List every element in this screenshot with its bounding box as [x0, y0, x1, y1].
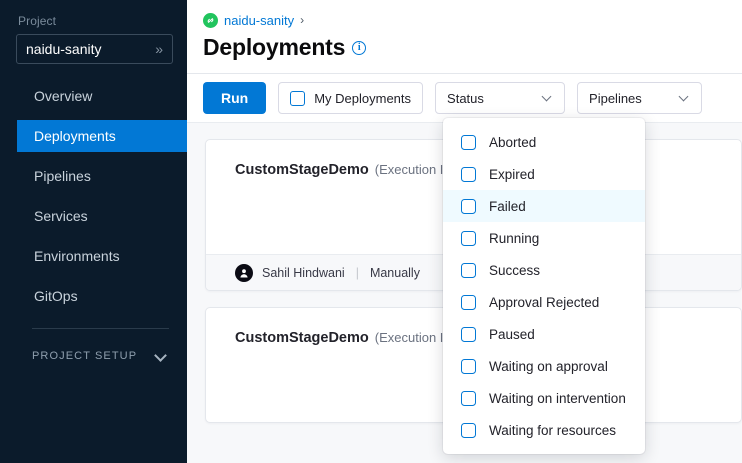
sidebar-item-label: Environments: [34, 248, 120, 264]
pipelines-filter-dropdown-button[interactable]: Pipelines: [577, 82, 703, 114]
status-option-paused[interactable]: Paused: [443, 318, 645, 350]
status-option-label: Success: [489, 262, 541, 278]
sidebar-item-services[interactable]: Services: [0, 200, 187, 232]
deployment-user: Sahil Hindwani: [262, 265, 345, 280]
status-option-label: Waiting on intervention: [489, 390, 626, 406]
deployment-card-title-row: CustomStageDemo (Execution Id: [235, 330, 741, 346]
status-option-checkbox[interactable]: [461, 294, 476, 310]
sidebar-item-gitops[interactable]: GitOps: [0, 280, 187, 312]
my-deployments-checkbox[interactable]: [290, 90, 306, 106]
sidebar-item-pipelines[interactable]: Pipelines: [0, 160, 187, 192]
status-dropdown-menu[interactable]: Aborted Expired Failed Running Success A…: [443, 118, 645, 454]
sidebar-nav: Overview Deployments Pipelines Services …: [0, 80, 187, 312]
sidebar-item-label: Services: [34, 208, 88, 224]
status-option-success[interactable]: Success: [443, 254, 645, 286]
sidebar-section-project-setup[interactable]: PROJECT SETUP: [0, 339, 187, 373]
page-title-row: Deployments i: [203, 34, 742, 61]
deployment-card-body: CustomStageDemo (Execution Id: [206, 308, 741, 422]
project-link-icon: [203, 12, 218, 28]
status-option-label: Aborted: [489, 134, 537, 150]
status-option-checkbox[interactable]: [461, 198, 476, 214]
sidebar-section-label: PROJECT SETUP: [32, 350, 138, 362]
pipelines-filter-label: Pipelines: [589, 90, 642, 106]
project-selector[interactable]: naidu-sanity »: [16, 34, 173, 64]
status-option-checkbox[interactable]: [461, 422, 476, 438]
sidebar-item-environments[interactable]: Environments: [0, 240, 187, 272]
deployment-execution-id: (Execution Id: [374, 330, 451, 345]
deployment-name[interactable]: CustomStageDemo: [235, 162, 369, 178]
sidebar-item-label: GitOps: [34, 288, 78, 304]
page-header: naidu-sanity › Deployments i: [187, 0, 742, 74]
status-option-checkbox[interactable]: [461, 326, 476, 342]
deployment-card-body: CustomStageDemo (Execution Id: [206, 140, 741, 254]
sidebar-divider: [32, 328, 169, 329]
deployment-execution-id: (Execution Id: [374, 162, 451, 177]
status-option-approval-rejected[interactable]: Approval Rejected: [443, 286, 645, 318]
my-deployments-filter[interactable]: My Deployments: [278, 82, 424, 114]
sidebar-item-overview[interactable]: Overview: [0, 80, 187, 112]
run-button[interactable]: Run: [203, 82, 267, 114]
breadcrumb: naidu-sanity ›: [203, 10, 742, 30]
sidebar-item-label: Overview: [34, 88, 93, 104]
deployment-trigger: Manually: [369, 265, 420, 280]
chevron-right-double-icon: »: [155, 41, 163, 57]
sidebar-item-deployments[interactable]: Deployments: [17, 120, 187, 152]
status-filter-label: Status: [447, 90, 484, 106]
status-option-waiting-on-intervention[interactable]: Waiting on intervention: [443, 382, 645, 414]
sidebar: Project naidu-sanity » Overview Deployme…: [0, 0, 187, 463]
deployment-name[interactable]: CustomStageDemo: [235, 330, 369, 346]
status-option-label: Waiting for resources: [489, 422, 617, 438]
footer-separator: |: [355, 265, 359, 280]
chevron-down-icon: [543, 93, 553, 103]
status-option-checkbox[interactable]: [461, 262, 476, 278]
status-option-label: Expired: [489, 166, 535, 182]
info-icon[interactable]: i: [352, 40, 367, 55]
status-option-failed[interactable]: Failed: [443, 190, 645, 222]
status-option-waiting-for-resources[interactable]: Waiting for resources: [443, 414, 645, 446]
status-option-label: Waiting on approval: [489, 358, 608, 374]
chevron-down-icon: [155, 349, 169, 363]
status-option-checkbox[interactable]: [461, 358, 476, 374]
status-option-label: Failed: [489, 198, 526, 214]
status-filter-dropdown-button[interactable]: Status: [435, 82, 566, 114]
project-selector-value: naidu-sanity: [26, 41, 102, 57]
status-option-checkbox[interactable]: [461, 166, 476, 182]
status-option-waiting-on-approval[interactable]: Waiting on approval: [443, 350, 645, 382]
toolbar: Run My Deployments Status Pipelines: [187, 74, 742, 123]
status-option-label: Running: [489, 230, 540, 246]
my-deployments-label: My Deployments: [314, 90, 412, 106]
avatar: [235, 263, 253, 282]
deployment-card-title-row: CustomStageDemo (Execution Id: [235, 162, 741, 178]
sidebar-item-label: Deployments: [34, 128, 116, 144]
status-option-label: Approval Rejected: [489, 294, 600, 310]
status-option-checkbox[interactable]: [461, 390, 476, 406]
status-option-checkbox[interactable]: [461, 230, 476, 246]
status-option-running[interactable]: Running: [443, 222, 645, 254]
status-option-aborted[interactable]: Aborted: [443, 126, 645, 158]
status-option-expired[interactable]: Expired: [443, 158, 645, 190]
sidebar-item-label: Pipelines: [34, 168, 91, 184]
page-title: Deployments: [203, 34, 346, 60]
breadcrumb-link-project[interactable]: naidu-sanity: [224, 12, 295, 28]
status-option-checkbox[interactable]: [461, 134, 476, 150]
project-label: Project: [18, 14, 57, 28]
chevron-down-icon: [680, 93, 690, 103]
status-option-label: Paused: [489, 326, 535, 342]
breadcrumb-separator: ›: [300, 13, 305, 27]
